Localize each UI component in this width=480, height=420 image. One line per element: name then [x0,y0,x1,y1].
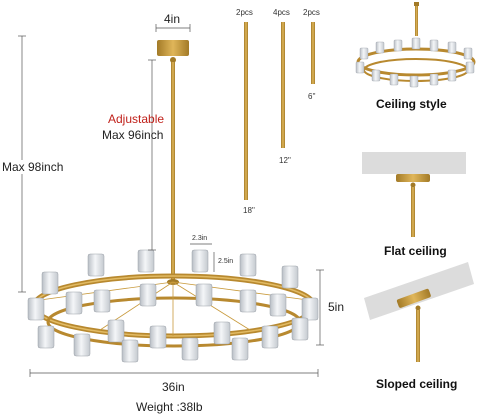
flat-ceiling-illustration [362,152,466,237]
shade-height-label: 2.5in [218,258,234,265]
crystal-shades [27,249,319,363]
height-label: 5in [328,300,345,314]
rod-12in-count: 4pcs [273,8,290,17]
weight-label: Weight :38lb [136,400,203,414]
sloped-ceiling-caption: Sloped ceiling [376,377,458,391]
rod-18in [244,22,248,200]
rod-18in-length: 18'' [243,206,255,215]
main-rod [171,62,175,280]
max-rod-label: Max 96inch [102,128,164,142]
rod-6in [311,22,315,84]
rod-12in [281,22,285,148]
canopy-hook [170,57,176,63]
max-total-label: Max 98inch [2,160,64,174]
ceiling-style-thumbnail [355,2,476,88]
sloped-ceiling-panel [364,262,474,320]
flat-ceiling-caption: Flat ceiling [384,244,447,258]
rod-18in-count: 2pcs [236,8,253,17]
extension-rods [244,22,315,200]
sloped-canopy [396,288,431,308]
ceiling-style-caption: Ceiling style [376,97,447,111]
canopy [157,40,189,56]
rod-6in-count: 2pcs [303,8,320,17]
main-chandelier [27,40,319,363]
canopy-width-label: 4in [164,12,181,26]
rod-6in-length: 6'' [308,92,316,101]
adjustable-label: Adjustable [108,112,165,126]
diameter-label: 36in [162,380,185,394]
shade-width-label: 2.3in [192,235,208,242]
sloped-ceiling-illustration [364,262,474,362]
flat-canopy [396,174,430,182]
rod-12in-length: 12'' [279,156,291,165]
flat-ceiling-panel [362,152,466,174]
